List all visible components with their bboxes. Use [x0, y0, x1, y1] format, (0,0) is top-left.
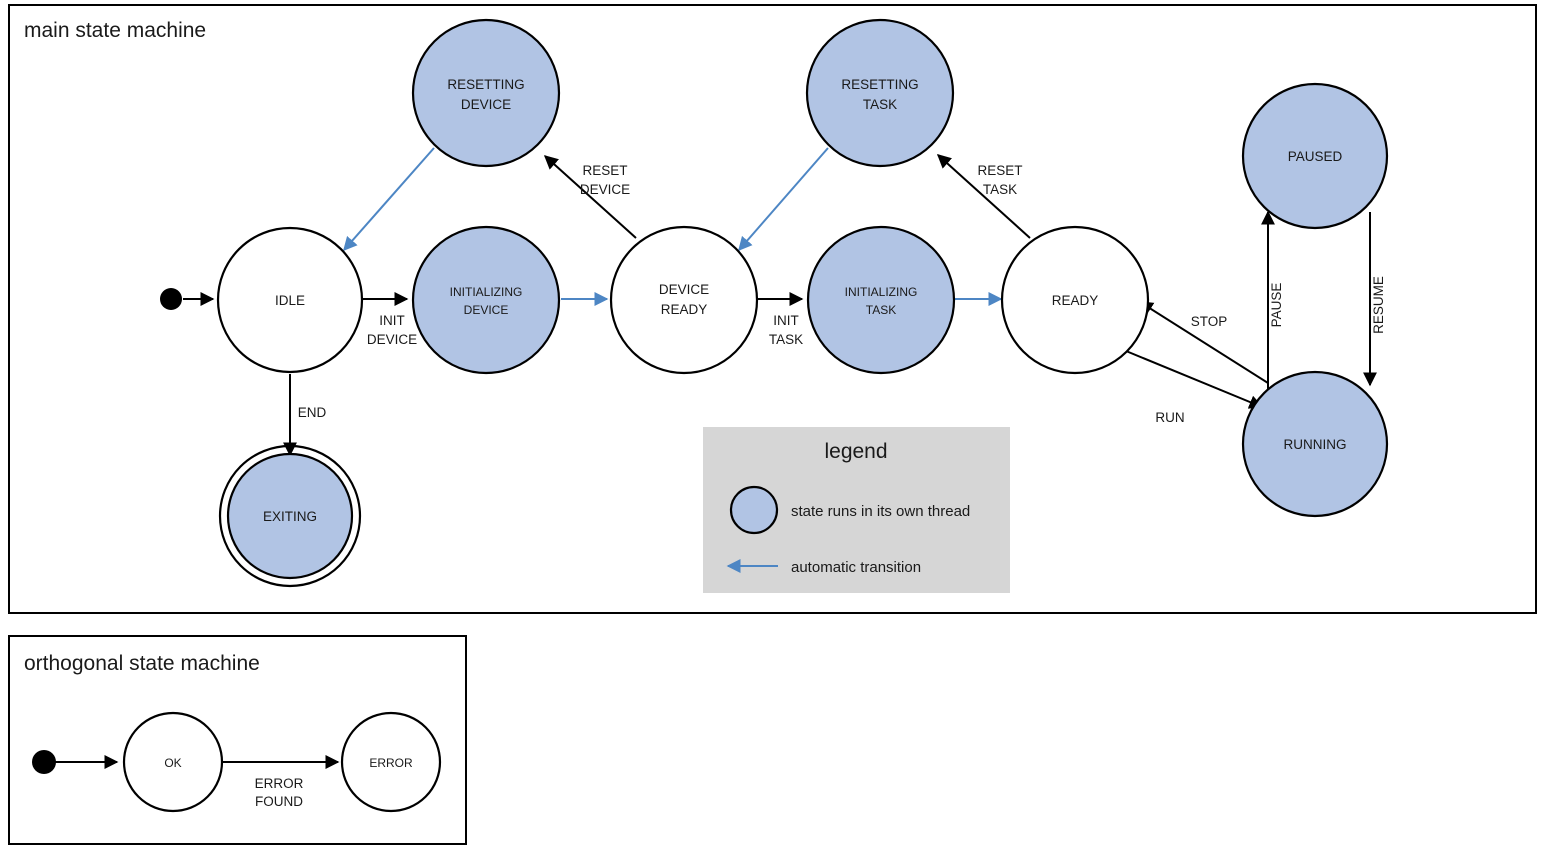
legend-threaded-circle-icon	[729, 485, 779, 535]
legend: legend state runs in its own thread auto…	[703, 427, 1010, 593]
state-device-ready[interactable]: DEVICE READY	[609, 225, 759, 375]
transition-label-line1: PAUSE	[1269, 283, 1284, 328]
transition-label-line1: RESET	[582, 163, 627, 178]
transition-paused-resume: RESUME	[1363, 212, 1386, 387]
transition-label-line1: ERROR	[255, 776, 304, 791]
state-label-line2: TASK	[866, 303, 896, 317]
state-label: ERROR	[369, 756, 413, 770]
legend-item-label: state runs in its own thread	[791, 503, 970, 520]
state-label-line1: INITIALIZING	[450, 285, 523, 299]
state-label-line1: DEVICE	[659, 282, 709, 297]
state-label: IDLE	[275, 293, 305, 308]
legend-title: legend	[824, 440, 887, 463]
state-label: OK	[164, 756, 181, 770]
transition-label-line1: RUN	[1155, 410, 1184, 425]
state-running[interactable]: RUNNING	[1241, 370, 1389, 518]
state-error[interactable]: ERROR	[340, 711, 442, 813]
transition-label-line1: RESUME	[1371, 276, 1386, 334]
transition-label-line2: FOUND	[255, 794, 303, 809]
state-label-line1: RESETTING	[841, 77, 918, 92]
initial-state-dot	[160, 288, 182, 310]
transition-label-line1: RESET	[977, 163, 1022, 178]
transition-devready-resetdev: RESET DEVICE	[543, 155, 637, 239]
state-label-line2: TASK	[863, 97, 897, 112]
state-idle[interactable]: IDLE	[216, 226, 364, 374]
transition-ready-run: RUN	[1125, 350, 1264, 425]
state-ready[interactable]: READY	[1000, 225, 1150, 375]
transition-ready-resettask: RESET TASK	[936, 154, 1031, 239]
state-exiting[interactable]: EXITING	[218, 444, 362, 588]
transition-resettask-devready	[738, 147, 829, 252]
state-label: RUNNING	[1284, 437, 1347, 452]
transition-label-line1: INIT	[773, 313, 799, 328]
legend-item-label: automatic transition	[791, 559, 921, 576]
transition-label-line2: TASK	[769, 332, 803, 347]
state-resetting-task[interactable]: RESETTING TASK	[805, 18, 955, 168]
state-label-line1: RESETTING	[447, 77, 524, 92]
orthogonal-state-machine-title: orthogonal state machine	[24, 652, 260, 675]
transition-label-line2: TASK	[983, 182, 1017, 197]
transition-label-line1: STOP	[1191, 314, 1228, 329]
state-label: EXITING	[263, 509, 317, 524]
transition-ortho-ok-to-error: ERROR FOUND	[220, 755, 340, 809]
legend-item-threaded-state: state runs in its own thread	[729, 485, 970, 535]
state-initializing-device[interactable]: INITIALIZING DEVICE	[411, 225, 561, 375]
orthogonal-initial-state-dot	[32, 750, 56, 774]
main-state-machine-title: main state machine	[24, 19, 206, 42]
transition-resetdev-idle	[343, 147, 435, 252]
transition-idle-init-device: INIT DEVICE	[363, 292, 417, 347]
state-label-line2: DEVICE	[464, 303, 509, 317]
transition-label-line1: INIT	[379, 313, 405, 328]
transition-running-pause: PAUSE	[1261, 210, 1284, 398]
transition-running-stop: STOP	[1138, 301, 1269, 384]
state-ok[interactable]: OK	[122, 711, 224, 813]
legend-item-automatic-transition: automatic transition	[726, 559, 921, 576]
state-paused[interactable]: PAUSED	[1241, 82, 1389, 230]
transition-devready-init-task: INIT TASK	[757, 292, 804, 347]
state-initializing-task[interactable]: INITIALIZING TASK	[806, 225, 956, 375]
state-label: PAUSED	[1288, 149, 1343, 164]
transition-label-line1: END	[298, 405, 327, 420]
state-resetting-device[interactable]: RESETTING DEVICE	[411, 18, 561, 168]
transition-label-line2: DEVICE	[580, 182, 630, 197]
transition-label-line2: DEVICE	[367, 332, 417, 347]
state-label-line1: INITIALIZING	[845, 285, 918, 299]
state-label-line2: DEVICE	[461, 97, 511, 112]
transition-idle-end: END	[283, 374, 327, 457]
state-label: READY	[1052, 293, 1099, 308]
state-label-line2: READY	[661, 302, 708, 317]
